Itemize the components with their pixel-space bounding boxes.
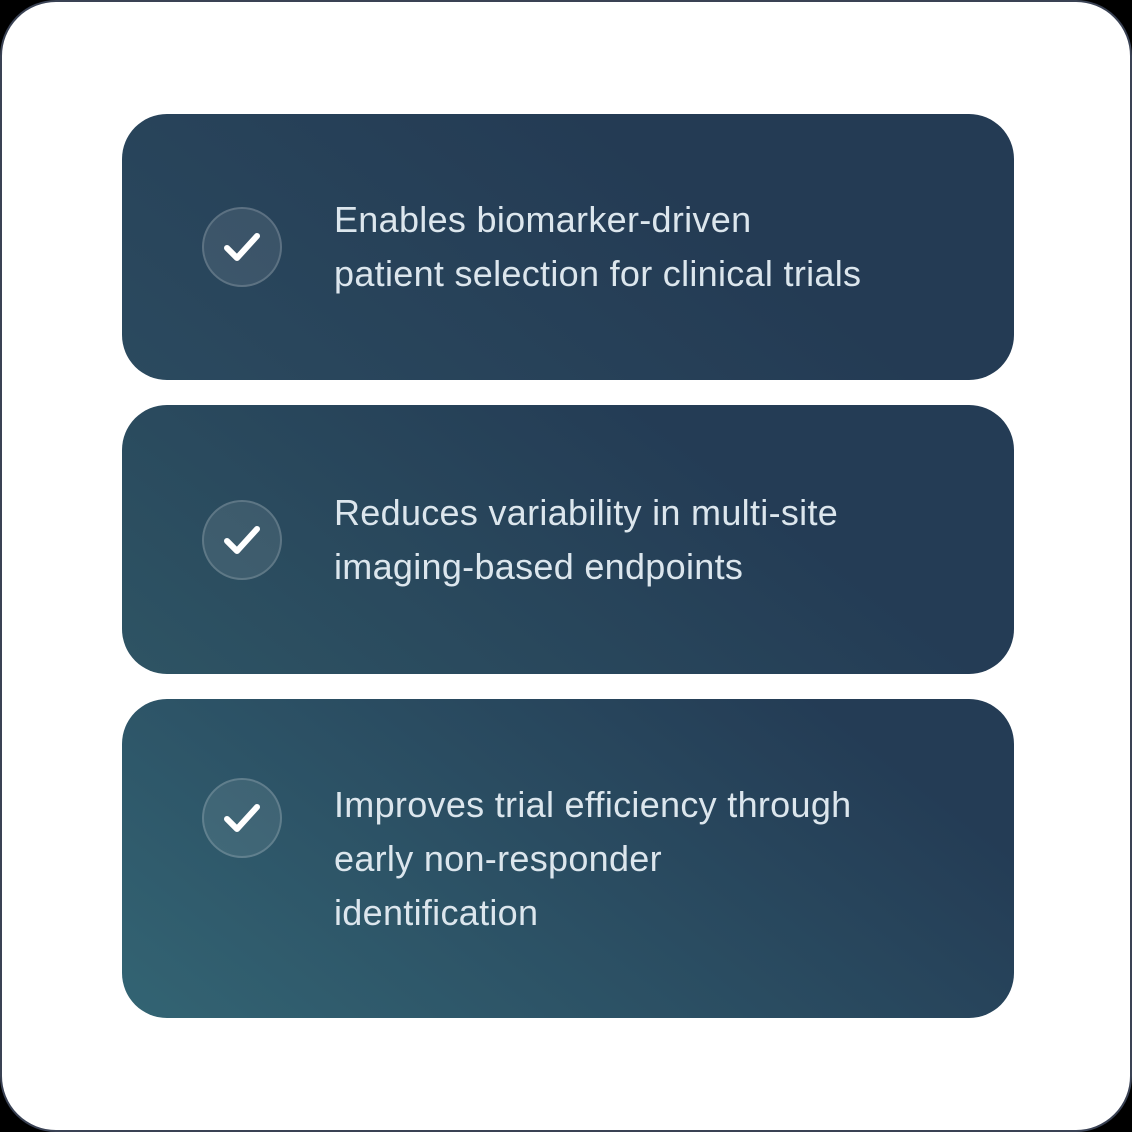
check-icon	[224, 233, 260, 261]
benefit-text: Improves trial efficiency through early …	[334, 783, 852, 933]
check-circle	[202, 777, 282, 858]
check-icon	[224, 803, 260, 832]
check-circle	[202, 207, 282, 287]
benefit-list: Enables biomarker-driven patient selecti…	[122, 114, 1014, 1018]
benefit-text: Reduces variability in multi-site imagin…	[334, 491, 839, 587]
benefit-card: Enables biomarker-driven patient selecti…	[122, 114, 1014, 380]
check-icon	[224, 525, 260, 554]
benefit-text: Enables biomarker-driven patient selecti…	[334, 199, 862, 294]
benefit-card: Reduces variability in multi-site imagin…	[122, 405, 1014, 674]
check-circle	[202, 499, 282, 580]
benefit-card: Improves trial efficiency through early …	[122, 699, 1014, 1018]
